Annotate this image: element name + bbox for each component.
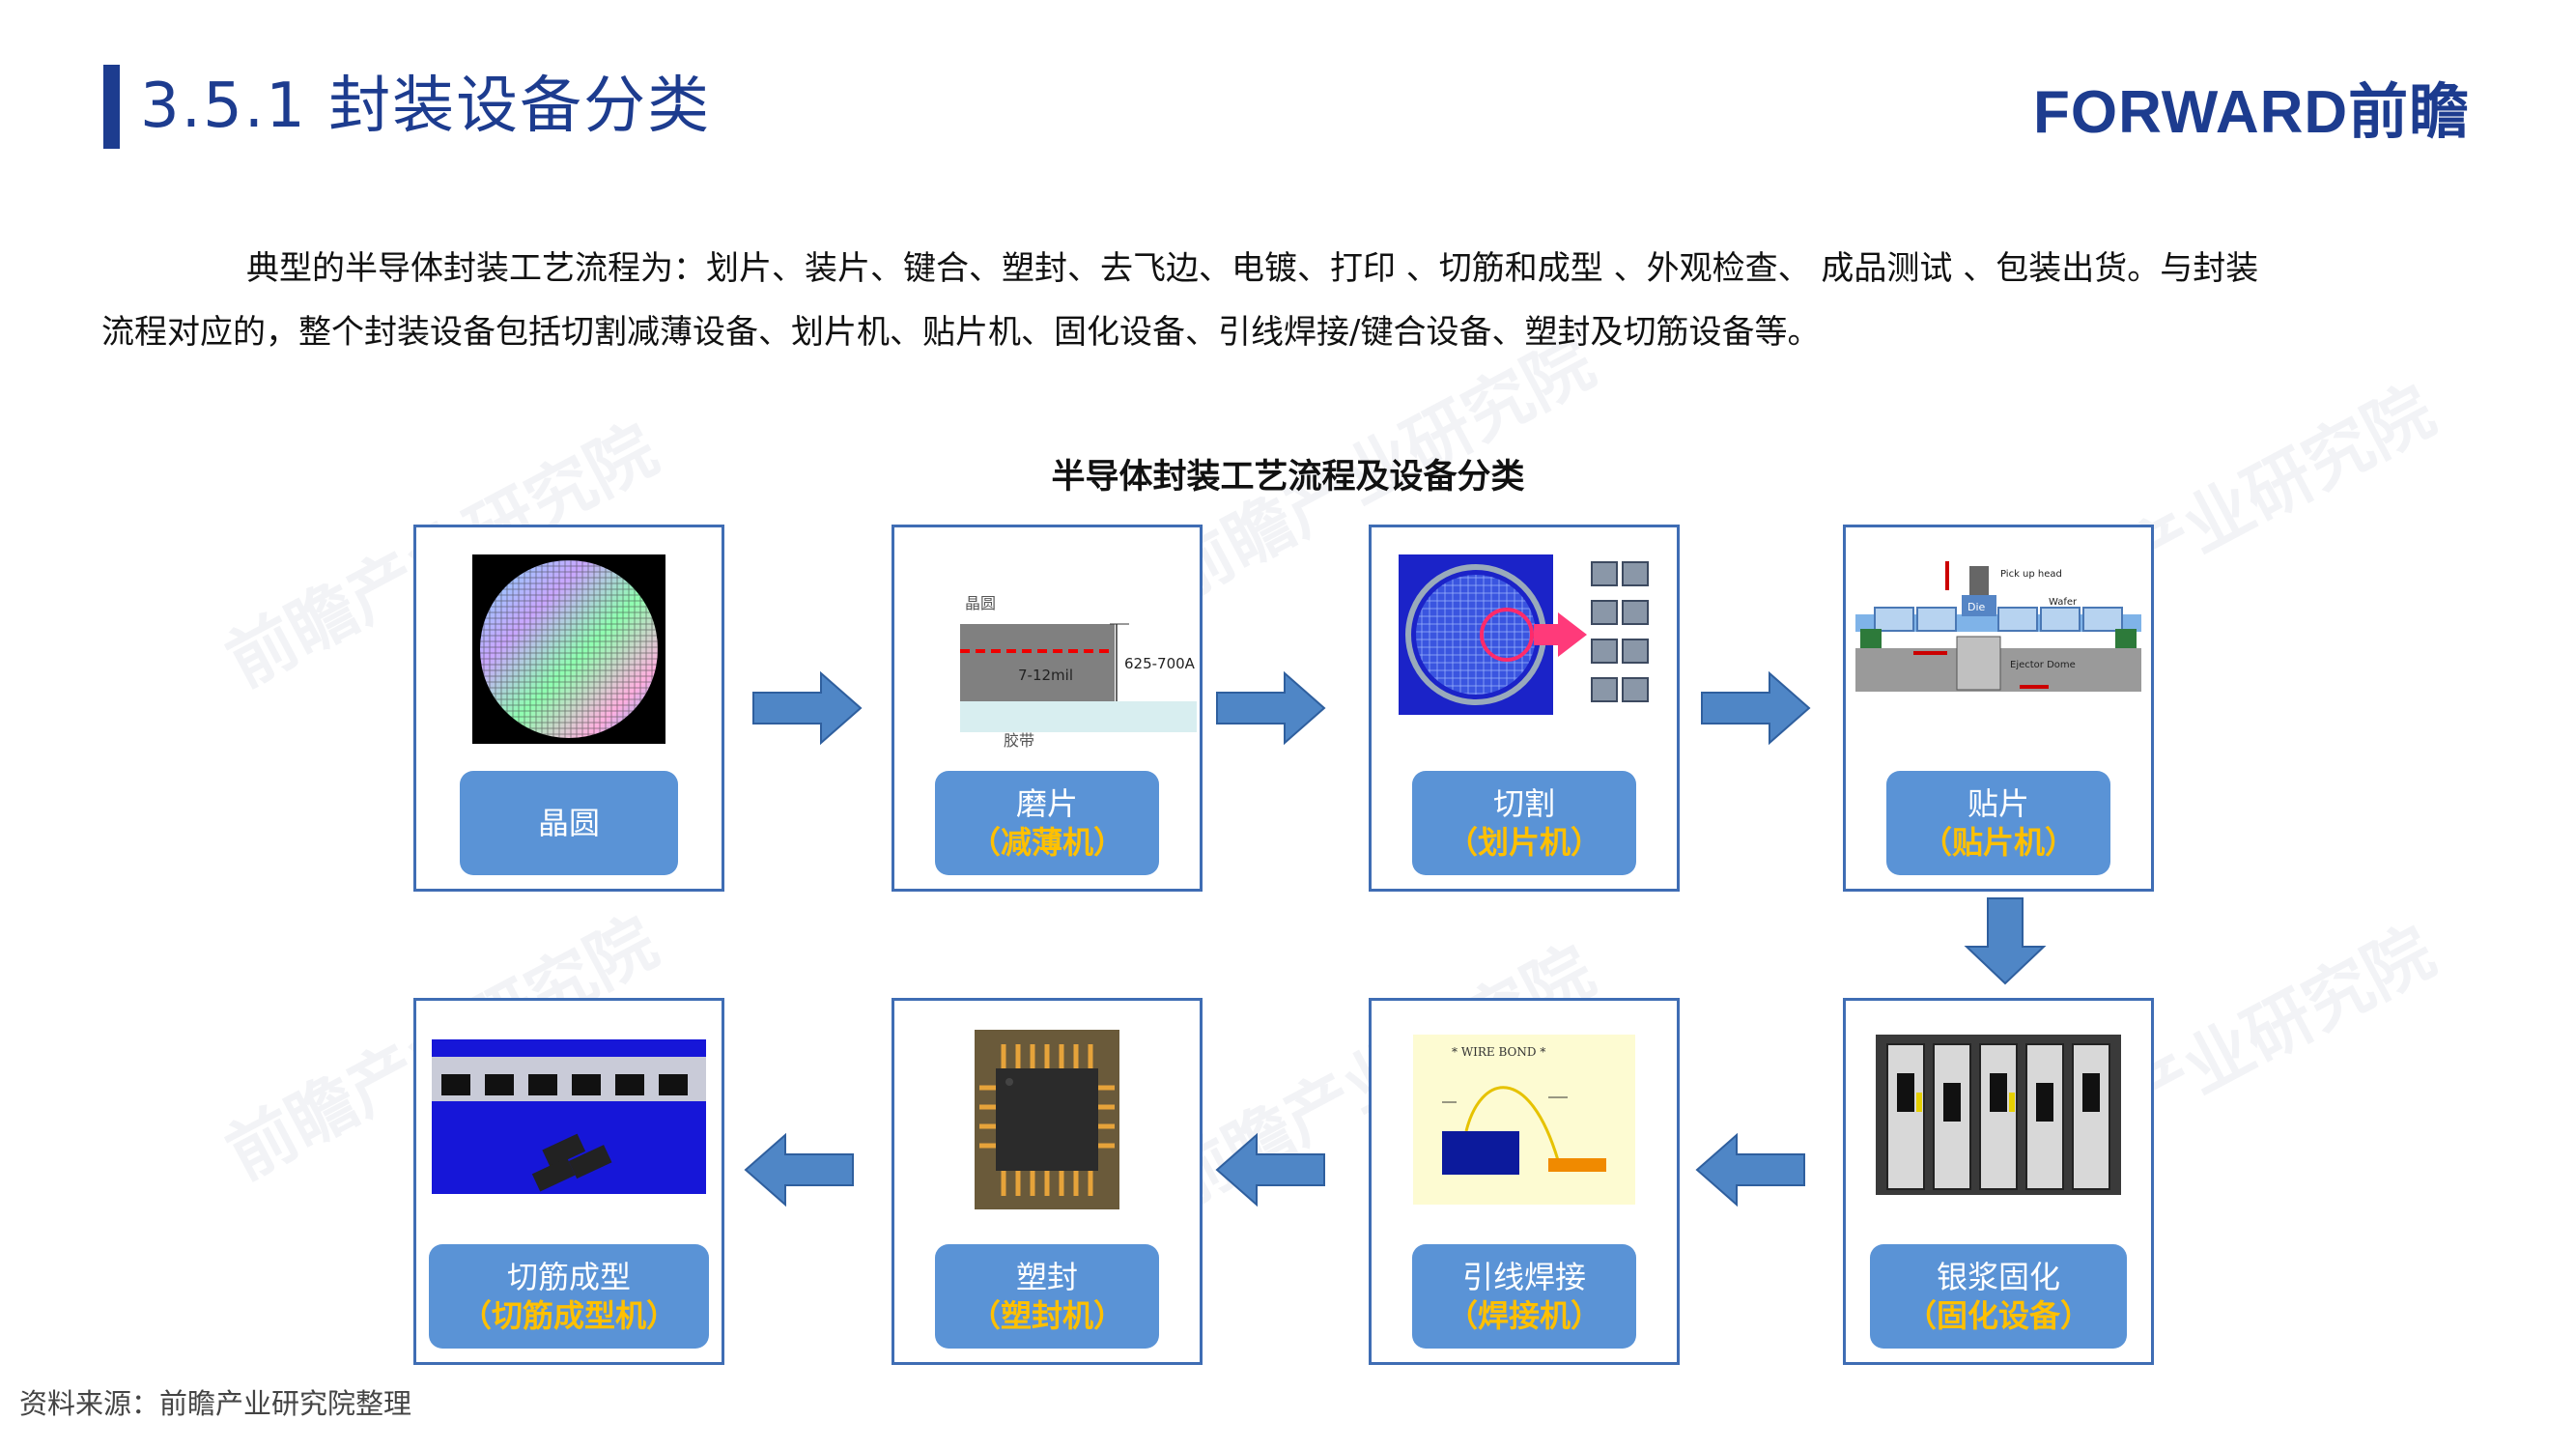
step-card-wire-bond: * WIRE BOND * 引线焊接 （焊接机） (1369, 998, 1680, 1365)
molding-image (975, 1030, 1119, 1209)
step-card-curing: 银浆固化 （固化设备） (1843, 998, 2154, 1365)
step-equipment: （减薄机） (969, 824, 1124, 861)
step-label: 塑封 （塑封机） (935, 1244, 1159, 1349)
step-card-wafer: 晶圆 (413, 525, 724, 892)
step-name: 切筋成型 (506, 1259, 631, 1295)
step-equipment: （贴片机） (1920, 824, 2076, 861)
grinding-image: 晶圆 625-700A 7-12mil 胶带 (960, 594, 1197, 750)
intro-paragraph: 典型的半导体封装工艺流程为：划片、装片、键合、塑封、去飞边、电镀、打印 、切筋和… (101, 237, 2434, 364)
curing-image (1876, 1035, 2121, 1195)
label-die: Die (1967, 601, 1986, 613)
grind-label-top: 晶圆 (965, 594, 996, 612)
step-name: 贴片 (1967, 785, 2029, 822)
step-equipment: （塑封机） (969, 1297, 1124, 1334)
arrow-left-icon (1215, 1132, 1325, 1208)
dicing-image (1399, 554, 1649, 715)
step-name: 磨片 (1015, 785, 1078, 822)
label-wire-bond: * WIRE BOND * (1452, 1045, 1545, 1059)
step-label: 银浆固化 （固化设备） (1870, 1244, 2127, 1349)
step-name: 银浆固化 (1936, 1259, 2060, 1295)
page-title: 3.5.1 封装设备分类 (140, 71, 712, 142)
label-wafer: Wafer (2049, 597, 2078, 608)
arrow-right-icon (1216, 670, 1326, 746)
arrow-right-icon (1701, 670, 1811, 746)
wafer-image (472, 554, 665, 744)
wire-bond-image: * WIRE BOND * (1413, 1035, 1635, 1205)
label-pickup: Pick up head (2000, 569, 2062, 580)
step-card-grinding: 晶圆 625-700A 7-12mil 胶带 磨片 （减薄机） (892, 525, 1203, 892)
arrow-right-icon (752, 670, 863, 746)
grind-label-cut: 7-12mil (1018, 667, 1073, 684)
step-label: 引线焊接 （焊接机） (1412, 1244, 1636, 1349)
forward-logo: FORWARD前瞻 (2033, 79, 2471, 146)
title-accent-bar (103, 65, 120, 149)
step-equipment: （焊接机） (1446, 1297, 1601, 1334)
step-name: 切割 (1492, 785, 1555, 822)
step-card-trim-form: 切筋成型 （切筋成型机） (413, 998, 724, 1365)
step-equipment: （划片机） (1446, 824, 1601, 861)
step-label: 贴片 （贴片机） (1886, 771, 2110, 875)
step-label: 切割 （划片机） (1412, 771, 1636, 875)
step-equipment: （切筋成型机） (460, 1297, 677, 1334)
step-card-molding: 塑封 （塑封机） (892, 998, 1203, 1365)
grind-label-bottom: 胶带 (1004, 731, 1034, 750)
step-name: 塑封 (1015, 1259, 1078, 1295)
source-note: 资料来源：前瞻产业研究院整理 (19, 1387, 412, 1420)
step-label: 切筋成型 （切筋成型机） (429, 1244, 709, 1349)
step-equipment: （固化设备） (1905, 1297, 2091, 1334)
trim-form-image (432, 1039, 706, 1194)
diagram-title: 半导体封装工艺流程及设备分类 (1051, 458, 1525, 497)
arrow-left-icon (1695, 1132, 1805, 1208)
arrow-down-icon (1964, 897, 2047, 985)
step-label: 晶圆 (460, 771, 678, 875)
intro-line-2: 流程对应的，整个封装设备包括切割减薄设备、划片机、贴片机、固化设备、引线焊接/键… (101, 313, 1821, 352)
arrow-left-icon (744, 1132, 854, 1208)
die-attach-image: Die Pick up head Wafer Ejector Dome (1855, 561, 2141, 692)
step-card-die-attach: Die Pick up head Wafer Ejector Dome 贴片 （… (1843, 525, 2154, 892)
step-name: 晶圆 (537, 805, 600, 841)
step-card-dicing: 切割 （划片机） (1369, 525, 1680, 892)
grind-label-thickness: 625-700A (1124, 655, 1196, 672)
label-ejector: Ejector Dome (2010, 660, 2076, 670)
step-name: 引线焊接 (1461, 1259, 1586, 1295)
intro-line-1: 典型的半导体封装工艺流程为：划片、装片、键合、塑封、去飞边、电镀、打印 、切筋和… (246, 249, 2259, 288)
step-label: 磨片 （减薄机） (935, 771, 1159, 875)
